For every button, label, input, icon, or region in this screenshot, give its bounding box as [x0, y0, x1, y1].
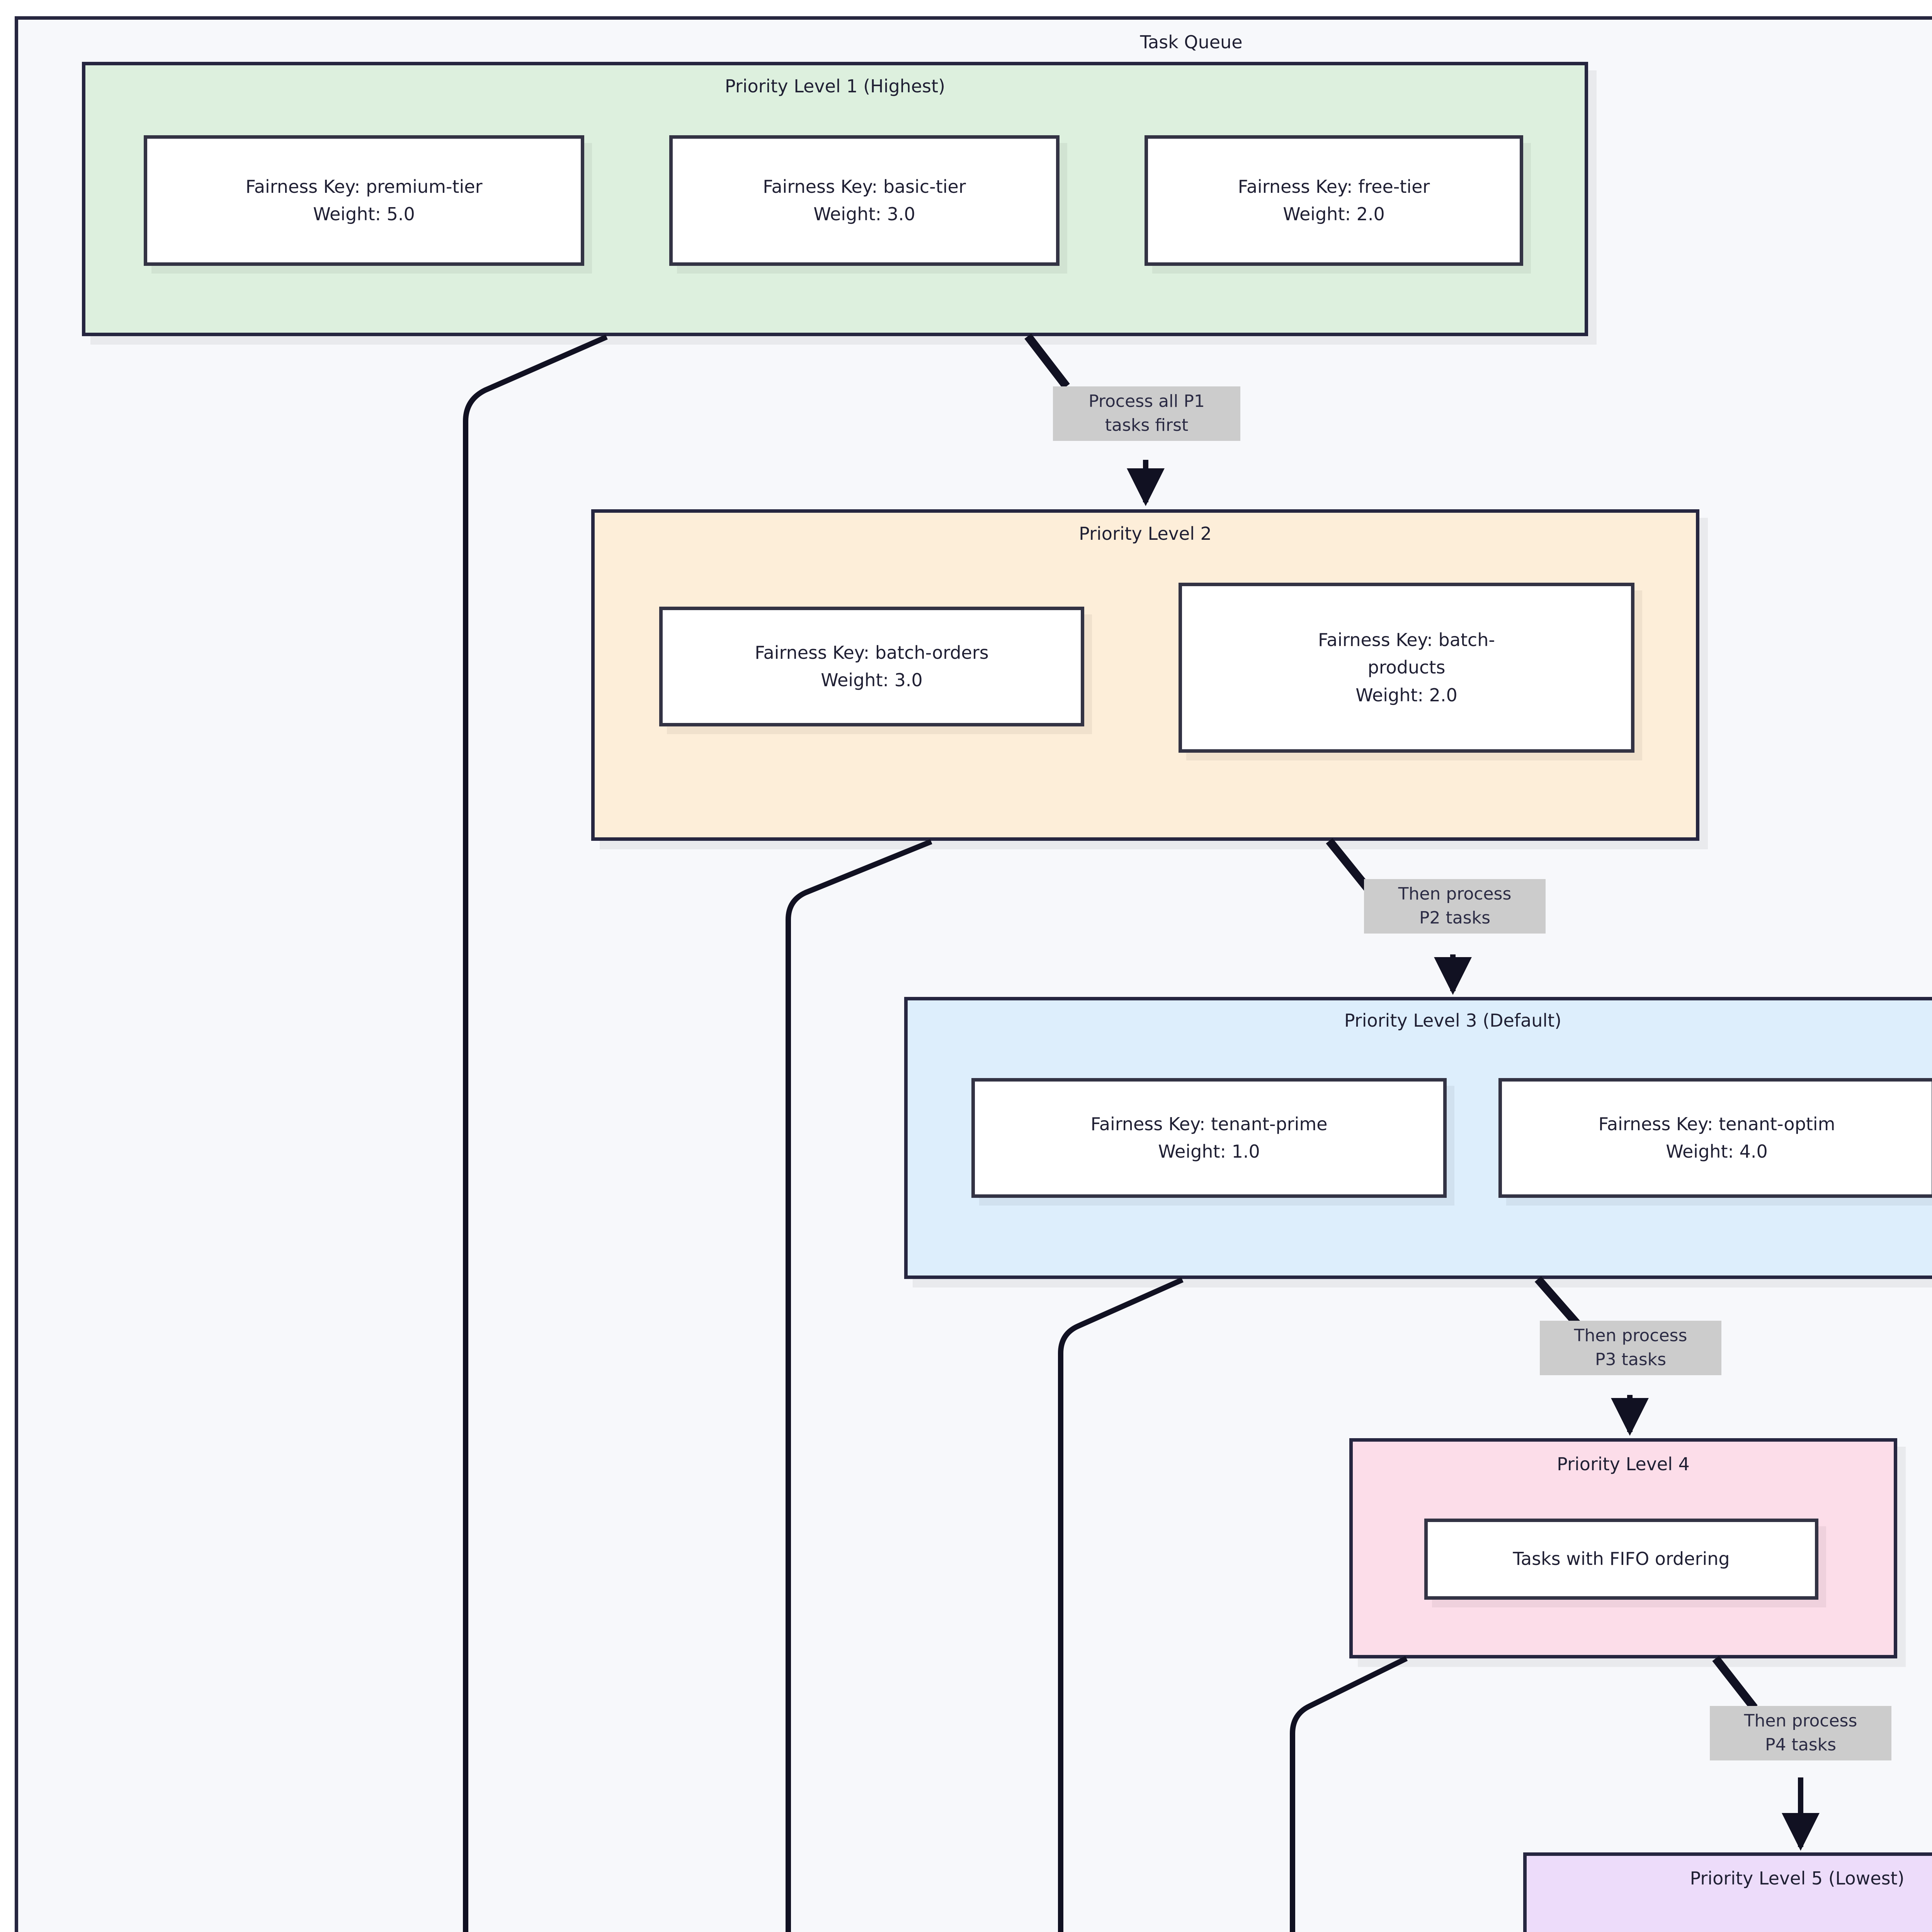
edge-label-p3-to-p4: Then process P3 tasks [1540, 1321, 1721, 1375]
node-weight: Weight: 5.0 [313, 204, 415, 224]
edge-label-p2-to-p3: Then process P2 tasks [1364, 879, 1546, 934]
node-p3-tenant-optim: Fairness Key: tenant-optim Weight: 4.0 [1498, 1078, 1932, 1198]
cluster-priority-5-title: Priority Level 5 (Lowest) [1690, 1868, 1905, 1889]
cluster-priority-1-title: Priority Level 1 (Highest) [724, 76, 946, 97]
node-fairness-key: Fairness Key: basic-tier [763, 176, 966, 197]
node-p2-batch-orders: Fairness Key: batch-orders Weight: 3.0 [659, 607, 1084, 726]
cluster-priority-4-title: Priority Level 4 [1557, 1454, 1690, 1475]
edge-label-p1-to-p2: Process all P1 tasks first [1053, 386, 1240, 441]
node-weight: Weight: 3.0 [821, 670, 923, 690]
cluster-priority-3-title: Priority Level 3 (Default) [1344, 1010, 1562, 1031]
node-weight: Weight: 3.0 [813, 204, 915, 224]
node-weight: Weight: 4.0 [1666, 1141, 1768, 1162]
edge-label-p4-to-p5: Then process P4 tasks [1710, 1706, 1891, 1760]
node-fairness-key-line1: Fairness Key: batch- [1318, 629, 1495, 651]
node-p1-premium-tier: Fairness Key: premium-tier Weight: 5.0 [144, 135, 584, 266]
node-fairness-key: Fairness Key: free-tier [1238, 176, 1430, 197]
cluster-priority-2-title: Priority Level 2 [1079, 523, 1212, 544]
node-p2-batch-products: Fairness Key: batch- products Weight: 2.… [1179, 583, 1634, 753]
node-fairness-key: Fairness Key: tenant-optim [1598, 1113, 1835, 1134]
node-fairness-key: Fairness Key: premium-tier [245, 176, 483, 197]
node-fairness-key: Fairness Key: batch-orders [755, 642, 989, 663]
node-label: Tasks with FIFO ordering [1513, 1548, 1730, 1570]
cluster-task-queue-title: Task Queue [1140, 32, 1243, 53]
node-weight: Weight: 1.0 [1158, 1141, 1260, 1162]
node-p3-tenant-prime: Fairness Key: tenant-prime Weight: 1.0 [971, 1078, 1447, 1198]
node-fairness-key: Fairness Key: tenant-prime [1090, 1113, 1328, 1134]
node-p1-free-tier: Fairness Key: free-tier Weight: 2.0 [1145, 135, 1523, 266]
cluster-priority-5 [1523, 1852, 1932, 1932]
node-weight: Weight: 2.0 [1283, 204, 1385, 224]
node-p1-basic-tier: Fairness Key: basic-tier Weight: 3.0 [669, 135, 1060, 266]
node-fairness-key-line2: products [1367, 657, 1446, 678]
node-p4-fifo: Tasks with FIFO ordering [1424, 1519, 1818, 1600]
node-weight: Weight: 2.0 [1355, 684, 1458, 706]
